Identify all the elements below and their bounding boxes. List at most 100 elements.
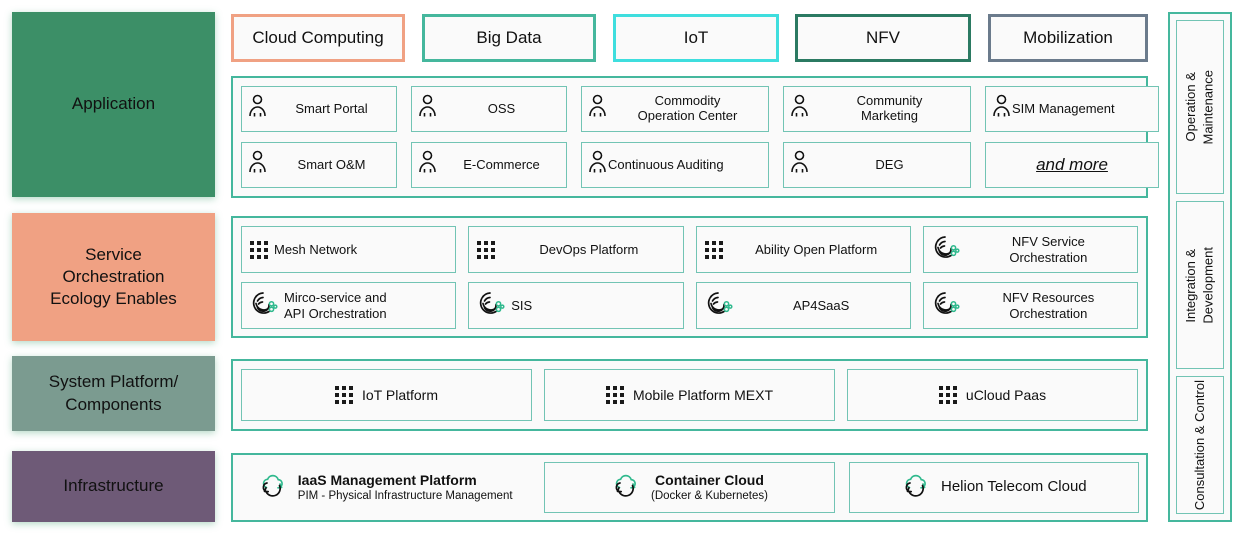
rail-item-consultation-control[interactable]: Consultation & Control <box>1176 376 1224 514</box>
system-item-label: IoT Platform <box>362 387 438 403</box>
service-item-label: AP4SaaS <box>792 297 850 313</box>
category-tag-cloud-computing[interactable]: Cloud Computing <box>231 14 405 62</box>
infra-item-container-cloud[interactable]: Container Cloud (Docker & Kubernetes) <box>544 462 835 513</box>
app-item-continuous-auditing[interactable]: Continuous Auditing <box>581 142 769 188</box>
infra-item-text: IaaS Management Platform PIM - Physical … <box>298 472 513 504</box>
system-item-ucloud-paas[interactable]: uCloud Paas <box>847 369 1138 421</box>
infra-item-text: Helion Telecom Cloud <box>941 478 1087 497</box>
service-item-label: DevOps Platform <box>539 241 639 257</box>
person-icon <box>790 94 809 125</box>
category-tag-mobilization[interactable]: Mobilization <box>988 14 1148 62</box>
person-icon <box>790 150 809 181</box>
layer-label-text: Infrastructure <box>63 476 164 496</box>
rail-item-label: Operation &Maintenance <box>1183 69 1216 145</box>
dot-grid-icon <box>335 386 353 404</box>
person-icon <box>992 94 1011 125</box>
rail-item-integration-development[interactable]: Integration &Development <box>1176 201 1224 369</box>
infra-item-subtitle: (Docker & Kubernetes) <box>651 490 768 503</box>
person-icon <box>588 150 607 181</box>
cloud-sync-icon <box>611 472 641 503</box>
system-item-iot-platform[interactable]: IoT Platform <box>241 369 532 421</box>
dot-grid-icon <box>477 240 496 259</box>
orchestration-icon <box>250 290 278 321</box>
service-item-mesh-network[interactable]: Mesh Network <box>241 226 457 273</box>
rail-item-operation-maintenance[interactable]: Operation &Maintenance <box>1176 20 1224 194</box>
service-item-label: SIS <box>511 297 533 313</box>
service-item-sis[interactable]: SIS <box>468 282 684 329</box>
app-item-label: and more <box>1036 155 1108 175</box>
system-items-grid: IoT Platform Mobile Platform MEXT uCloud… <box>241 369 1138 421</box>
service-layer-panel: Mesh Network DevOps Platform Ability Ope… <box>231 216 1148 338</box>
service-item-label: Mesh Network <box>274 241 358 257</box>
infra-item-iaas-management-platform[interactable]: IaaS Management Platform PIM - Physical … <box>240 462 530 513</box>
service-item-devops-platform[interactable]: DevOps Platform <box>468 226 684 273</box>
person-icon <box>588 94 607 125</box>
person-icon <box>418 94 437 125</box>
category-tag-label: Mobilization <box>1023 28 1113 47</box>
rail-item-label: Consultation & Control <box>1192 379 1208 511</box>
app-item-label: DEG <box>875 156 904 172</box>
app-item-label: OSS <box>487 100 516 116</box>
dot-grid-icon <box>250 240 268 259</box>
cloud-sync-icon <box>901 472 931 503</box>
layer-label-infrastructure: Infrastructure <box>12 451 215 522</box>
app-item-label: Smart Portal <box>295 100 368 116</box>
dot-grid-icon <box>605 386 624 404</box>
rail-item-label: Integration &Development <box>1183 246 1216 324</box>
app-item-oss[interactable]: OSS <box>411 86 567 132</box>
layer-label-application: Application <box>12 12 215 197</box>
orchestration-icon <box>705 290 733 321</box>
infra-item-title: IaaS Management Platform <box>297 471 477 488</box>
category-tag-nfv[interactable]: NFV <box>795 14 971 62</box>
system-item-mobile-platform-mext[interactable]: Mobile Platform MEXT <box>544 369 835 421</box>
orchestration-icon <box>932 234 960 265</box>
person-icon <box>248 94 267 125</box>
person-icon <box>418 150 437 181</box>
app-item-and-more[interactable]: and more <box>985 142 1159 188</box>
app-item-label: Continuous Auditing <box>608 156 724 172</box>
dot-grid-icon <box>938 386 957 404</box>
category-tag-label: Big Data <box>476 28 542 47</box>
app-item-smart-om[interactable]: Smart O&M <box>241 142 397 188</box>
service-item-ability-open-platform[interactable]: Ability Open Platform <box>695 226 911 273</box>
app-item-e-commerce[interactable]: E-Commerce <box>411 142 567 188</box>
app-item-sim-management[interactable]: SIM Management <box>985 86 1159 132</box>
orchestration-icon <box>932 290 960 321</box>
infra-item-subtitle: PIM - Physical Infrastructure Management <box>297 490 513 503</box>
layer-label-text: System Platform/Components <box>48 372 179 414</box>
category-tag-iot[interactable]: IoT <box>613 14 779 62</box>
app-item-smart-portal[interactable]: Smart Portal <box>241 86 397 132</box>
category-tag-big-data[interactable]: Big Data <box>422 14 596 62</box>
lifecycle-rail: Operation &Maintenance Integration &Deve… <box>1168 12 1232 522</box>
app-item-label: SIM Management <box>1012 100 1115 116</box>
infra-item-title: Helion Telecom Cloud <box>941 478 1087 496</box>
cloud-sync-icon <box>258 472 288 503</box>
app-item-label: Smart O&M <box>297 156 366 172</box>
service-item-ap4saas[interactable]: AP4SaaS <box>695 282 911 329</box>
app-item-deg[interactable]: DEG <box>783 142 971 188</box>
category-tag-label: NFV <box>866 28 900 47</box>
category-tag-label: IoT <box>683 28 709 47</box>
infra-item-title: Container Cloud <box>655 471 764 488</box>
infrastructure-items-grid: IaaS Management Platform PIM - Physical … <box>240 462 1139 513</box>
infra-item-helion-telecom-cloud[interactable]: Helion Telecom Cloud <box>848 462 1139 513</box>
layer-label-system-platform: System Platform/Components <box>12 356 215 431</box>
service-items-grid: Mesh Network DevOps Platform Ability Ope… <box>241 226 1138 329</box>
lifecycle-rail-items: Operation &Maintenance Integration &Deve… <box>1176 20 1224 514</box>
orchestration-icon <box>477 290 505 321</box>
layer-label-text: Application <box>71 94 156 114</box>
person-icon <box>248 150 267 181</box>
